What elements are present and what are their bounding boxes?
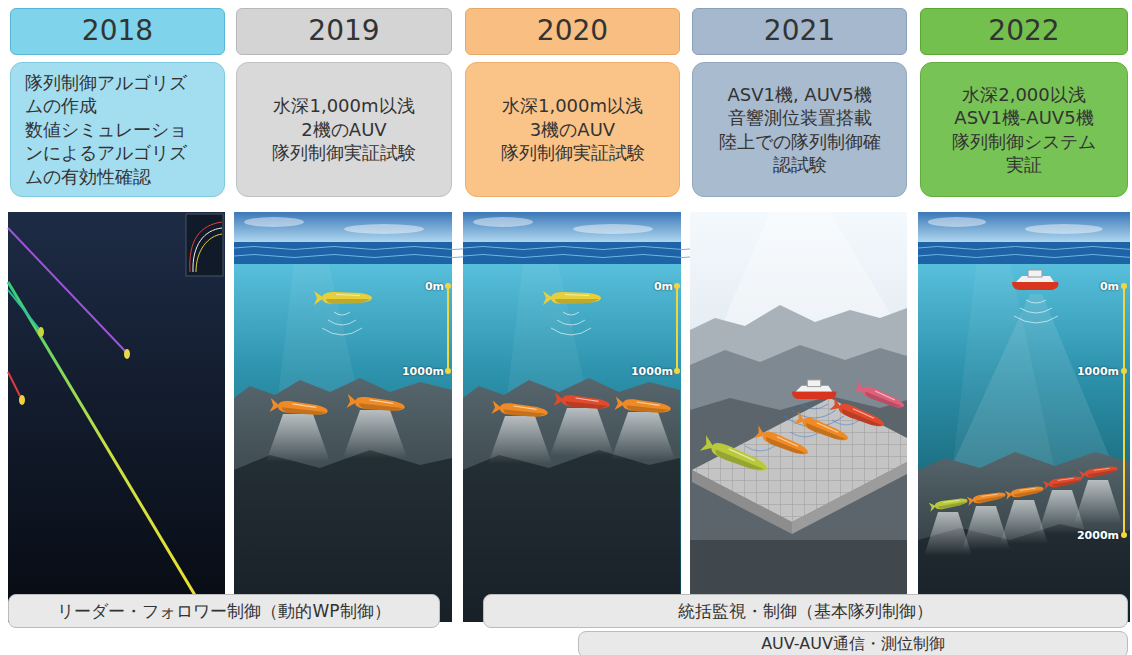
light-ray <box>720 212 900 330</box>
auv <box>1079 464 1119 480</box>
depth-label: 1000m <box>1077 365 1119 378</box>
depth-scale <box>1123 286 1125 535</box>
depth-mark <box>1121 283 1127 289</box>
phase-bar: AUV-AUV通信・測位制御 <box>578 631 1128 655</box>
ocean-background <box>234 212 474 622</box>
asv <box>1012 270 1058 290</box>
auv <box>614 396 671 415</box>
depth-label: 1000m <box>631 365 673 378</box>
milestone-box: 水深1,000m以浅 2機のAUV 隊列制御実証試験 <box>236 62 452 197</box>
inset-view <box>186 214 223 276</box>
auv <box>1005 484 1045 500</box>
depth-scale <box>447 286 449 371</box>
node-text: 2022 <box>988 13 1059 49</box>
depth-label: 0m <box>425 280 444 293</box>
vehicle-marker <box>19 395 25 405</box>
sound-wave <box>1014 300 1058 323</box>
sonar-beam <box>343 410 407 458</box>
depth-mark <box>674 368 680 374</box>
sonar-beam <box>611 412 675 460</box>
milestone-box: 隊列制御アルゴリズムの作成 数値シミュレーションによるアルゴリズムの有効性確認 <box>10 62 225 197</box>
simulation-panel <box>8 212 225 622</box>
node-text: リーダー・フォロワー制御（動的WP制御） <box>57 600 390 622</box>
milestone-box: 水深2,000以浅 ASV1機-AUV5機 隊列制御システム 実証 <box>920 62 1128 197</box>
phase-bar: 統括監視・制御（基本隊列制御） <box>483 594 1128 628</box>
depth-mark <box>1121 368 1127 374</box>
seabed <box>463 378 680 622</box>
node-text: ASV1機, AUV5機 音響測位装置搭載 陸上での隊列制御確認試験 <box>715 83 885 177</box>
depth-mark <box>445 283 451 289</box>
depth-mark <box>674 283 680 289</box>
node-text: 2020 <box>537 13 608 49</box>
auv <box>829 398 886 432</box>
auv <box>346 394 405 414</box>
auv <box>929 496 969 512</box>
auv <box>553 392 610 411</box>
node-text: 2019 <box>308 13 379 49</box>
trajectory <box>8 290 40 330</box>
trajectory <box>8 228 126 352</box>
milestone-box: ASV1機, AUV5機 音響測位装置搭載 陸上での隊列制御確認試験 <box>692 62 907 197</box>
sonar-beam <box>550 408 614 456</box>
test-platform <box>692 398 907 522</box>
vehicle-marker <box>38 327 44 337</box>
depth-mark <box>445 368 451 374</box>
auv <box>269 398 328 418</box>
auv <box>491 400 548 419</box>
sound-wave <box>322 312 362 335</box>
platform-grid <box>692 398 907 522</box>
vehicle-marker <box>124 349 130 359</box>
node-text: 2018 <box>82 13 153 49</box>
deep-ocean-scene <box>918 212 1130 622</box>
auv <box>543 291 601 305</box>
depth-label: 1000m <box>402 365 444 378</box>
sound-wave <box>551 312 591 335</box>
node-text: 水深2,000以浅 ASV1機-AUV5機 隊列制御システム 実証 <box>939 83 1109 177</box>
node-text: 水深1,000m以浅 2機のAUV 隊列制御実証試験 <box>259 94 429 164</box>
ocean-background <box>463 212 703 622</box>
node-text: 水深1,000m以浅 3機のAUV 隊列制御実証試験 <box>488 94 658 164</box>
inset-path <box>190 222 222 272</box>
sonar-beam <box>266 414 330 462</box>
year-header: 2020 <box>465 8 680 55</box>
auv <box>793 412 850 446</box>
year-header: 2019 <box>236 8 452 55</box>
auv <box>700 435 770 476</box>
inset-path <box>193 228 222 272</box>
ocean-background <box>918 212 1130 622</box>
milestone-box: 水深1,000m以浅 3機のAUV 隊列制御実証試験 <box>465 62 680 197</box>
sonar-beam <box>1000 500 1048 544</box>
depth-label: 0m <box>654 280 673 293</box>
auv <box>967 490 1007 506</box>
year-header: 2022 <box>920 8 1128 55</box>
phase-bar: リーダー・フォロワー制御（動的WP制御） <box>8 594 440 628</box>
year-header: 2018 <box>10 8 225 55</box>
node-text: 隊列制御アルゴリズムの作成 数値シミュレーションによるアルゴリズムの有効性確認 <box>25 71 195 188</box>
auv <box>314 291 372 305</box>
seabed <box>234 378 452 622</box>
node-text: AUV-AUV通信・測位制御 <box>761 634 945 655</box>
depth-label: 0m <box>1100 280 1119 293</box>
sonar-cone <box>950 294 1115 470</box>
node-text: 統括監視・制御（基本隊列制御） <box>678 600 933 622</box>
depth-scale <box>676 286 678 371</box>
depth-label: 2000m <box>1077 529 1119 542</box>
inset-path <box>196 234 222 272</box>
auv <box>753 426 810 460</box>
node-text: 2021 <box>764 13 835 49</box>
asv <box>792 380 836 399</box>
depth-mark <box>1121 532 1127 538</box>
sonar-beam <box>488 416 552 464</box>
sonar-beam <box>1074 480 1122 524</box>
auv <box>1043 474 1083 490</box>
land-test-scene <box>690 212 907 622</box>
year-header: 2021 <box>692 8 907 55</box>
auv <box>853 381 906 412</box>
trajectory <box>8 372 20 396</box>
trajectory <box>8 282 205 612</box>
